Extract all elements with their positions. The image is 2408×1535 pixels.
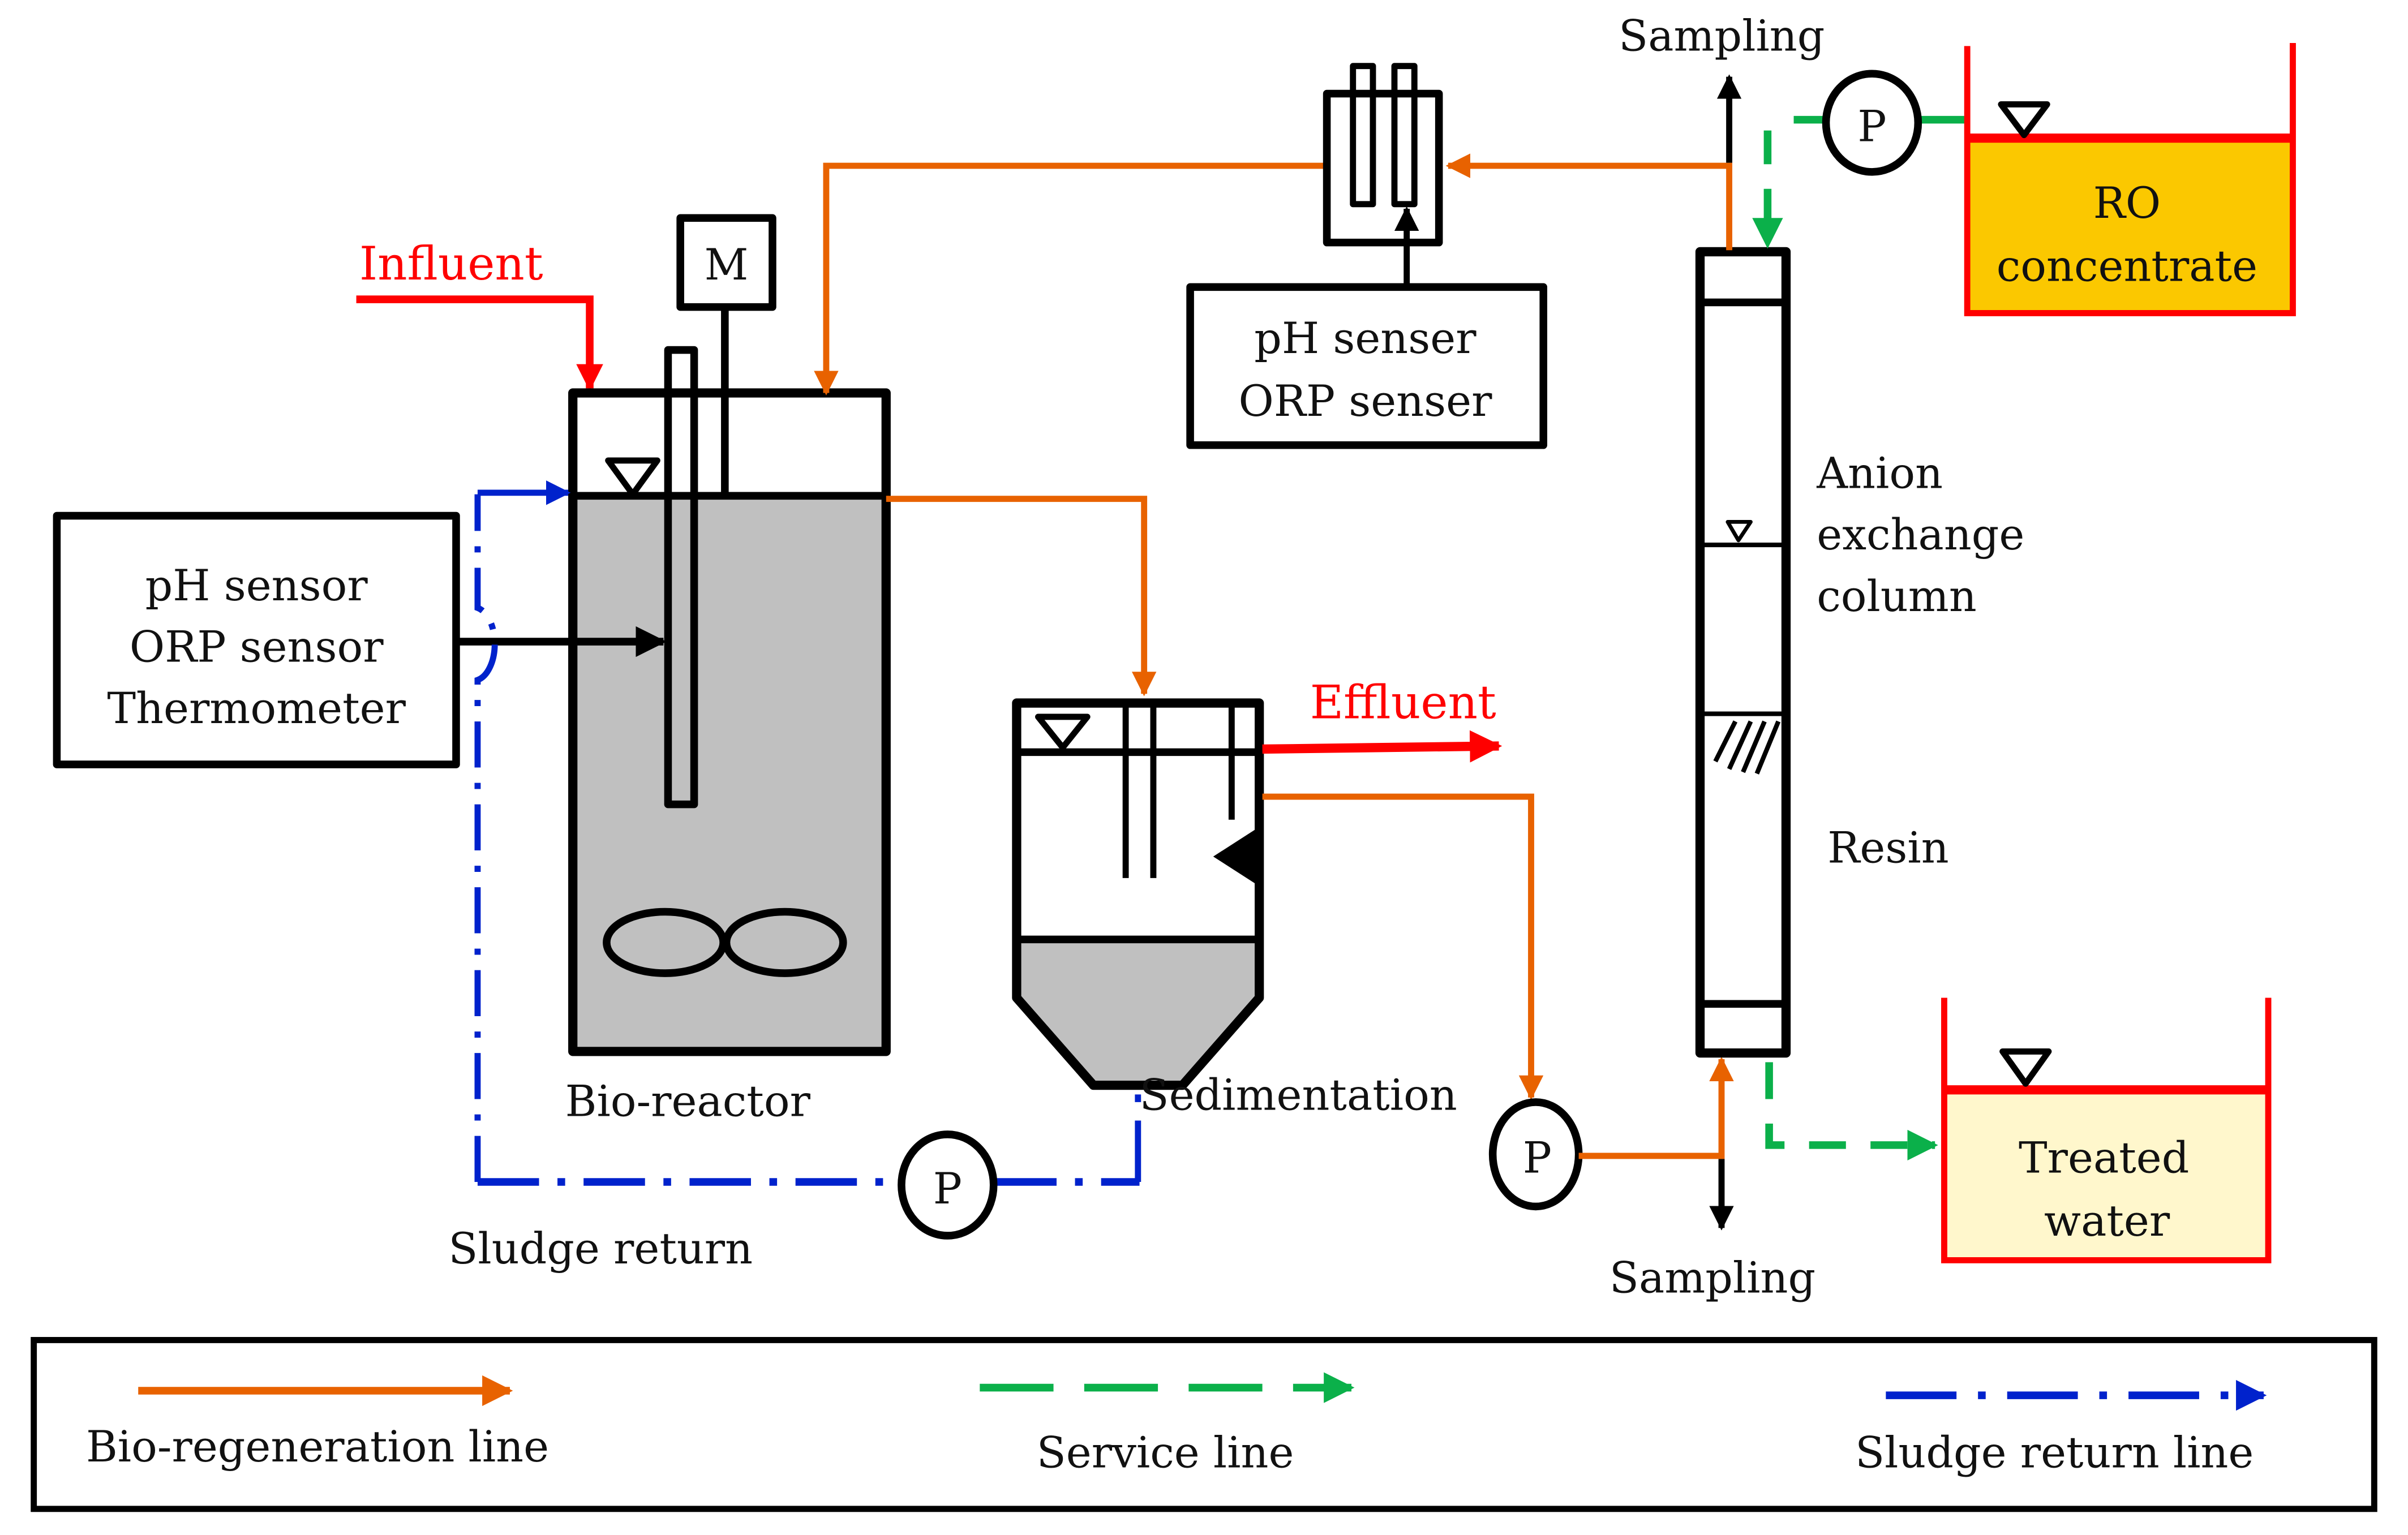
- sensor-to-reactor-line: [814, 162, 1324, 395]
- left-sensor-box: pH sensor ORP sensor Thermometer: [53, 511, 460, 768]
- ro-label-line-1: RO: [2093, 178, 2161, 228]
- bio-reactor-label: Bio-reactor: [565, 1076, 811, 1126]
- left-sensor-line-3: Thermometer: [107, 683, 406, 733]
- legend-item-service: Service line: [980, 1372, 1355, 1478]
- ro-label-line-2: concentrate: [1997, 240, 2257, 291]
- effluent-label: Effluent: [1310, 676, 1496, 730]
- ro-concentrate-tank: RO concentrate: [1964, 42, 2296, 316]
- sedimentation-tank: [1012, 698, 1264, 1090]
- resin-hatch-icon: [1713, 720, 1781, 775]
- left-sensor-line-2: ORP sensor: [130, 621, 384, 672]
- reactor-to-sedimentation-line: [886, 496, 1157, 696]
- weir-icon: [1213, 829, 1256, 884]
- sludge-pump: P: [898, 1130, 998, 1240]
- anion-label-line-2: exchange: [1817, 509, 2024, 560]
- anion-label-line-1: Anion: [1816, 448, 1943, 498]
- legend: Bio-regeneration line Service line Sludg…: [31, 1337, 2377, 1512]
- treated-water-tank: Treated water: [1941, 997, 2272, 1263]
- top-sensor-vessel: [1323, 63, 1443, 286]
- influent-line: [356, 295, 603, 392]
- effluent-line: [1262, 730, 1503, 763]
- left-sensor-line-1: pH sensor: [145, 560, 368, 610]
- anion-exchange-column: [1695, 247, 1791, 1058]
- service-line: [1752, 115, 1966, 1161]
- pump-to-column-line: [1578, 1056, 1734, 1159]
- legend-item-bio-regeneration: Bio-regeneration line: [86, 1375, 549, 1472]
- column-feed-pump-label: P: [1523, 1133, 1552, 1183]
- water-level-icon: [605, 457, 660, 498]
- sampling-top-label: Sampling: [1619, 11, 1825, 61]
- column-feed-pump: P: [1488, 1098, 1583, 1211]
- sludge-return-line: [474, 480, 1141, 1186]
- legend-item-sludge-return: Sludge return line: [1855, 1379, 2267, 1478]
- legend-label-sludge-return: Sludge return line: [1855, 1427, 2254, 1478]
- bio-reactor: [568, 346, 891, 1056]
- top-sensor-line-2: ORP senser: [1238, 376, 1492, 426]
- water-level-icon: [1035, 713, 1091, 751]
- sedimentation-label: Sedimentation: [1140, 1070, 1457, 1120]
- legend-label-bio-regeneration: Bio-regeneration line: [86, 1421, 549, 1472]
- sludge-return-label: Sludge return: [448, 1223, 753, 1274]
- top-sensor-box: pH senser ORP senser: [1186, 283, 1548, 449]
- sampling-bottom-label: Sampling: [1609, 1252, 1815, 1302]
- top-sensor-line-1: pH senser: [1254, 313, 1476, 363]
- column-to-sensor-line: [1445, 153, 1732, 251]
- influent-label: Influent: [359, 237, 543, 291]
- sludge-pump-label: P: [933, 1163, 962, 1214]
- legend-label-service: Service line: [1037, 1427, 1294, 1478]
- treated-label-line-2: water: [2044, 1196, 2170, 1246]
- motor-label: M: [705, 239, 749, 290]
- impeller-icon: [603, 908, 847, 977]
- service-pump-label: P: [1857, 101, 1886, 152]
- treated-label-line-1: Treated: [2019, 1133, 2189, 1183]
- water-level-icon: [1999, 1048, 2052, 1087]
- service-pump: P: [1822, 70, 1922, 176]
- sensor-probe: [664, 346, 698, 809]
- water-level-icon: [1725, 520, 1753, 543]
- sedimentation-to-pump-line: [1262, 793, 1544, 1100]
- resin-label: Resin: [1827, 823, 1948, 873]
- water-level-icon: [1998, 101, 2050, 139]
- anion-label-line-3: column: [1817, 571, 1977, 621]
